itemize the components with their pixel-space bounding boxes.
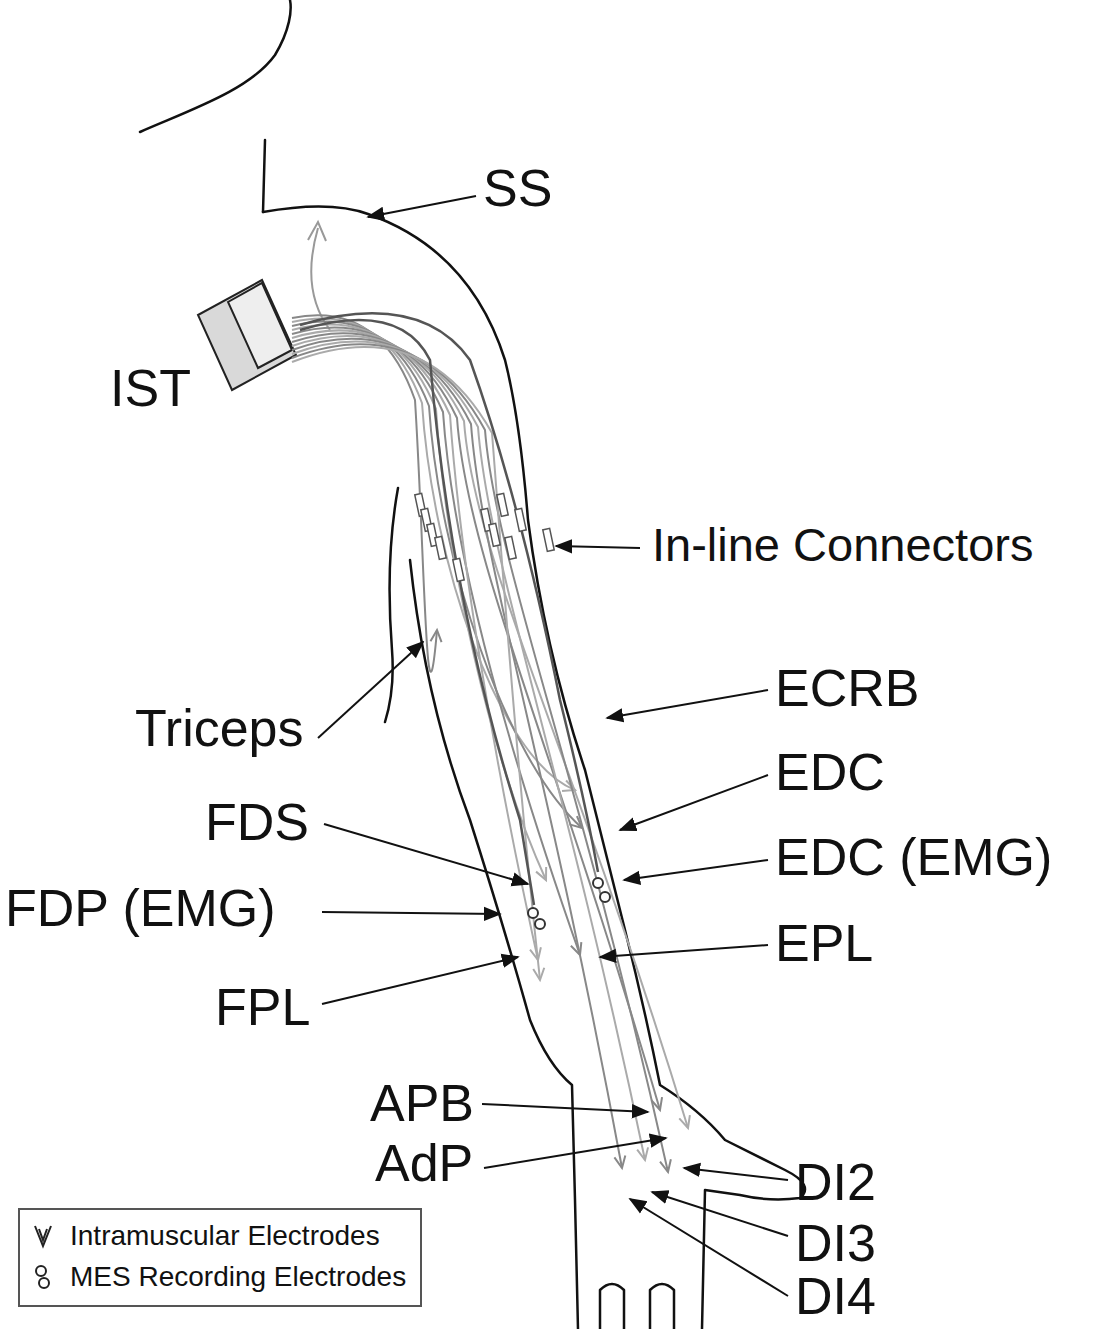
legend-box: Intramuscular ElectrodesMES Recording El… bbox=[18, 1208, 422, 1307]
in-line-connector bbox=[543, 528, 554, 551]
lead-bundle bbox=[292, 315, 690, 1172]
muscle-label: FDP (EMG) bbox=[5, 882, 276, 934]
muscle-label: FPL bbox=[215, 981, 310, 1033]
lead-wire bbox=[292, 333, 660, 1110]
legend-text: MES Recording Electrodes bbox=[70, 1257, 406, 1298]
legend-row: Intramuscular Electrodes bbox=[30, 1216, 406, 1257]
body-outline bbox=[140, 0, 805, 1329]
electrode-symbol bbox=[614, 1155, 625, 1168]
in-line-connector bbox=[505, 536, 516, 559]
muscle-label: EDC bbox=[775, 746, 885, 798]
legend-symbol bbox=[30, 1262, 56, 1292]
lead-wire bbox=[292, 342, 645, 1160]
muscle-label: APB bbox=[370, 1077, 474, 1129]
lead-wire bbox=[292, 315, 437, 672]
muscle-label: EDC (EMG) bbox=[775, 831, 1052, 883]
in-line-connector bbox=[497, 493, 508, 516]
electrode-symbol bbox=[679, 1115, 690, 1128]
electrode-symbol bbox=[660, 1159, 671, 1172]
leader-line bbox=[318, 196, 788, 1296]
electrode-symbol bbox=[308, 222, 326, 241]
muscle-label: SS bbox=[483, 162, 552, 214]
muscle-label: EPL bbox=[775, 917, 873, 969]
muscle-label: ECRB bbox=[775, 662, 919, 714]
electrode-symbol bbox=[530, 947, 541, 960]
lead-wire bbox=[292, 344, 668, 1172]
electrode-symbol bbox=[430, 630, 441, 642]
legend-text: Intramuscular Electrodes bbox=[70, 1216, 380, 1257]
lead-wire bbox=[292, 330, 538, 960]
legend-symbol bbox=[30, 1221, 56, 1251]
muscle-label: DI3 bbox=[795, 1217, 876, 1269]
lead-wire bbox=[292, 347, 540, 980]
in-line-connector bbox=[415, 493, 554, 581]
muscle-label: IST bbox=[110, 362, 191, 414]
in-line-connector bbox=[453, 558, 464, 581]
mes-recording-electrode bbox=[528, 878, 610, 929]
muscle-label: Triceps bbox=[135, 702, 304, 754]
emg-wire bbox=[300, 313, 598, 905]
electrode-symbol bbox=[533, 968, 544, 980]
ist-device bbox=[198, 280, 296, 390]
muscle-label: FDS bbox=[205, 796, 309, 848]
in-line-connector bbox=[435, 536, 446, 559]
legend-row: MES Recording Electrodes bbox=[30, 1257, 406, 1298]
muscle-label: AdP bbox=[375, 1137, 473, 1189]
electrode-symbol bbox=[536, 867, 546, 880]
muscle-label: DI2 bbox=[795, 1156, 876, 1208]
muscle-label: DI4 bbox=[795, 1270, 876, 1322]
in-line-connector bbox=[515, 508, 526, 531]
electrode-symbol bbox=[637, 1147, 648, 1160]
muscle-label: In-line Connectors bbox=[652, 521, 1033, 568]
lead-wire bbox=[292, 336, 688, 1128]
in-line-connector bbox=[489, 523, 500, 546]
